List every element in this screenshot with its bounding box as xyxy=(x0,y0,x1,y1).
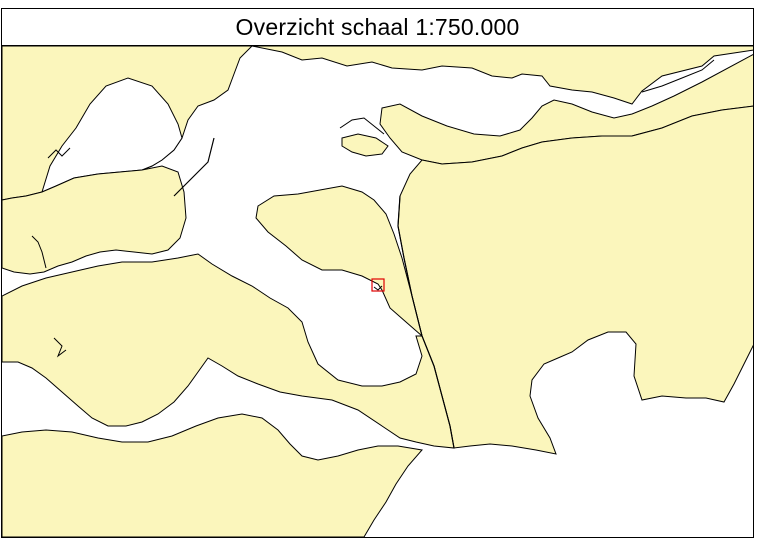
map-svg xyxy=(2,46,753,537)
land-north-shore xyxy=(251,46,753,105)
land-west-middle xyxy=(2,165,187,275)
boundary-line-2 xyxy=(397,195,455,449)
location-box-icon[interactable] xyxy=(371,278,385,292)
land-central-peninsula xyxy=(255,185,423,338)
map-title: Overzicht schaal 1:750.000 xyxy=(2,9,753,46)
boundary-line-1 xyxy=(173,137,215,197)
coastline-detail-east-river xyxy=(641,59,715,93)
location-detail xyxy=(373,285,383,291)
channel-lines xyxy=(31,147,71,358)
overview-map-frame: Overzicht schaal 1:750.000 xyxy=(1,8,754,538)
map-canvas[interactable] xyxy=(2,46,753,537)
land-islet xyxy=(341,133,389,157)
coastline-detail-north xyxy=(339,117,385,135)
land-south-lower xyxy=(2,413,423,537)
